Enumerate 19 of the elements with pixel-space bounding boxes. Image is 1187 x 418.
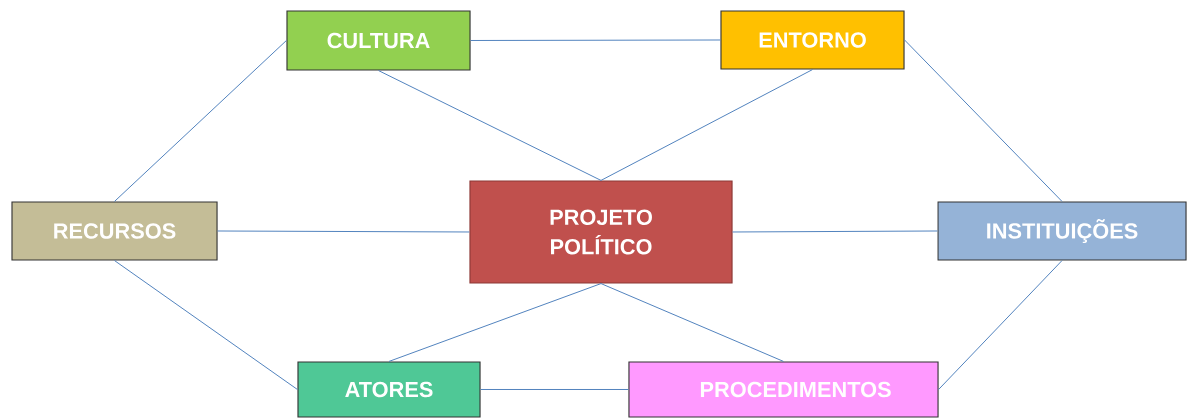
connector-line	[114, 40, 287, 202]
connector-line	[600, 283, 784, 362]
concept-box: PROJETO POLÍTICO	[469, 180, 733, 284]
connector-line	[378, 70, 602, 181]
concept-box: PROCEDIMENTOS	[628, 361, 939, 418]
concept-box: ENTORNO	[720, 10, 905, 70]
connector-line	[217, 230, 470, 233]
concept-box: RECURSOS	[11, 201, 218, 261]
concept-box: CULTURA	[286, 10, 471, 71]
connector-line	[470, 39, 721, 41]
connector-line	[938, 260, 1063, 390]
concept-box: ATORES	[297, 361, 481, 418]
connector-line	[600, 69, 813, 181]
connector-line	[480, 389, 629, 390]
connector-line	[904, 39, 1063, 202]
connector-line	[114, 260, 298, 390]
concept-box: INSTITUIÇÕES	[937, 201, 1187, 261]
connector-line	[388, 283, 602, 362]
connector-line	[732, 230, 938, 233]
